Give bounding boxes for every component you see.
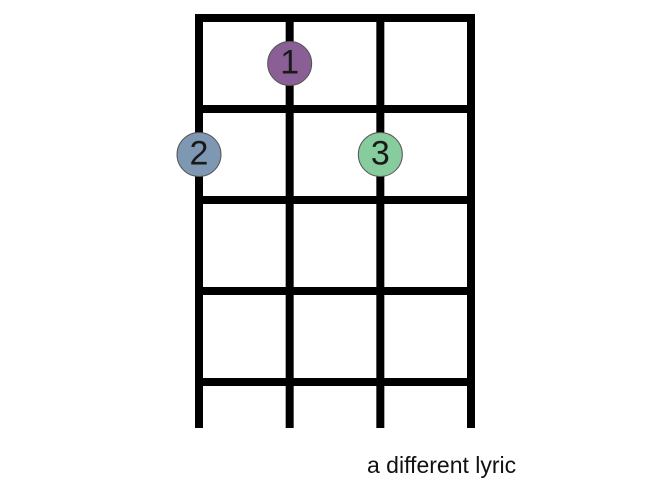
finger-dot (176, 132, 222, 177)
finger-number: 1 (280, 43, 299, 81)
finger-markers: 1 2 3 (176, 41, 403, 177)
finger-marker-2: 2 (176, 132, 222, 177)
finger-marker-1: 1 (267, 41, 313, 86)
finger-dot (357, 132, 403, 177)
finger-number: 2 (190, 134, 209, 172)
finger-marker-3: 3 (357, 132, 403, 177)
finger-number: 3 (371, 134, 390, 172)
lyric-caption: a different lyric (367, 452, 517, 478)
fretboard-grid (195, 14, 475, 428)
finger-dot (267, 41, 313, 86)
